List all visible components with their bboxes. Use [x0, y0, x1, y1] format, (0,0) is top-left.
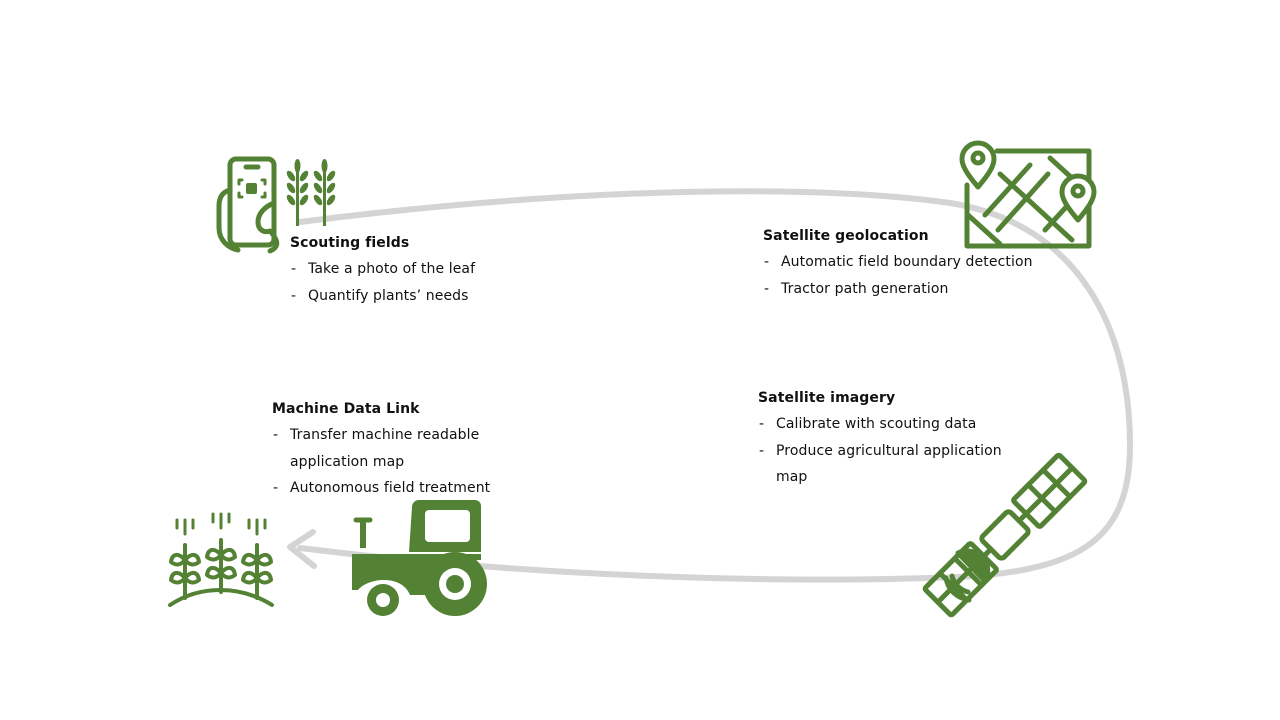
list-item: -Transfer machine readable application m…	[272, 422, 500, 475]
list-item: -Take a photo of the leaf	[290, 256, 475, 283]
machine-data-link-list: -Transfer machine readable application m…	[272, 422, 500, 502]
list-item-text: Automatic field boundary detection	[781, 254, 1033, 270]
bullet-dash: -	[764, 280, 770, 297]
bullet-dash: -	[764, 254, 770, 270]
machine-data-link-title: Machine Data Link	[272, 401, 420, 417]
bullet-dash: -	[759, 442, 765, 459]
satellite-geolocation-list: -Automatic field boundary detection -Tra…	[763, 249, 1033, 302]
bullet-dash: -	[273, 480, 279, 496]
list-item-text: Transfer machine readable application ma…	[290, 427, 480, 470]
satellite-imagery-block: Satellite imagery -Calibrate with scouti…	[758, 385, 1026, 491]
phone-in-hand-icon	[216, 156, 280, 254]
list-item: -Produce agricultural application map	[758, 438, 1026, 491]
scouting-fields-list: -Take a photo of the leaf -Quantify plan…	[290, 256, 475, 309]
satellite-geolocation-title: Satellite geolocation	[763, 228, 929, 244]
bullet-dash: -	[759, 416, 765, 432]
map-with-pins-icon	[959, 140, 1097, 249]
list-item-text: Produce agricultural application map	[776, 442, 1002, 486]
tractor-front-hub	[376, 593, 390, 607]
list-item-text: Quantify plants’ needs	[308, 287, 469, 304]
tractor-cab-window	[425, 510, 470, 542]
list-item: -Tractor path generation	[763, 276, 1033, 303]
list-item-text: Take a photo of the leaf	[308, 261, 476, 277]
list-item: -Automatic field boundary detection	[763, 249, 1033, 276]
bullet-dash: -	[291, 287, 297, 304]
list-item: -Calibrate with scouting data	[758, 411, 1026, 438]
wheat-icon	[286, 159, 336, 226]
satellite-icon	[922, 452, 1088, 618]
bullet-dash: -	[273, 427, 279, 443]
crop-field-icon	[168, 512, 274, 607]
satellite-imagery-title: Satellite imagery	[758, 390, 896, 406]
cycle-arrow-icon	[287, 188, 1133, 583]
phone-camera-lens	[246, 183, 257, 194]
scouting-fields-block: Scouting fields -Take a photo of the lea…	[290, 230, 475, 309]
satellite-geolocation-block: Satellite geolocation -Automatic field b…	[763, 223, 1033, 302]
scouting-fields-title: Scouting fields	[290, 235, 410, 251]
list-item-text: Tractor path generation	[781, 280, 949, 297]
list-item-text: Autonomous field treatment	[290, 480, 491, 496]
list-item-text: Calibrate with scouting data	[776, 416, 977, 432]
machine-data-link-block: Machine Data Link -Transfer machine read…	[272, 396, 500, 502]
satellite-imagery-list: -Calibrate with scouting data -Produce a…	[758, 411, 1026, 491]
tractor-rear-axle	[446, 575, 464, 593]
list-item: -Autonomous field treatment	[272, 475, 500, 502]
bullet-dash: -	[291, 261, 297, 277]
list-item: -Quantify plants’ needs	[290, 283, 475, 310]
